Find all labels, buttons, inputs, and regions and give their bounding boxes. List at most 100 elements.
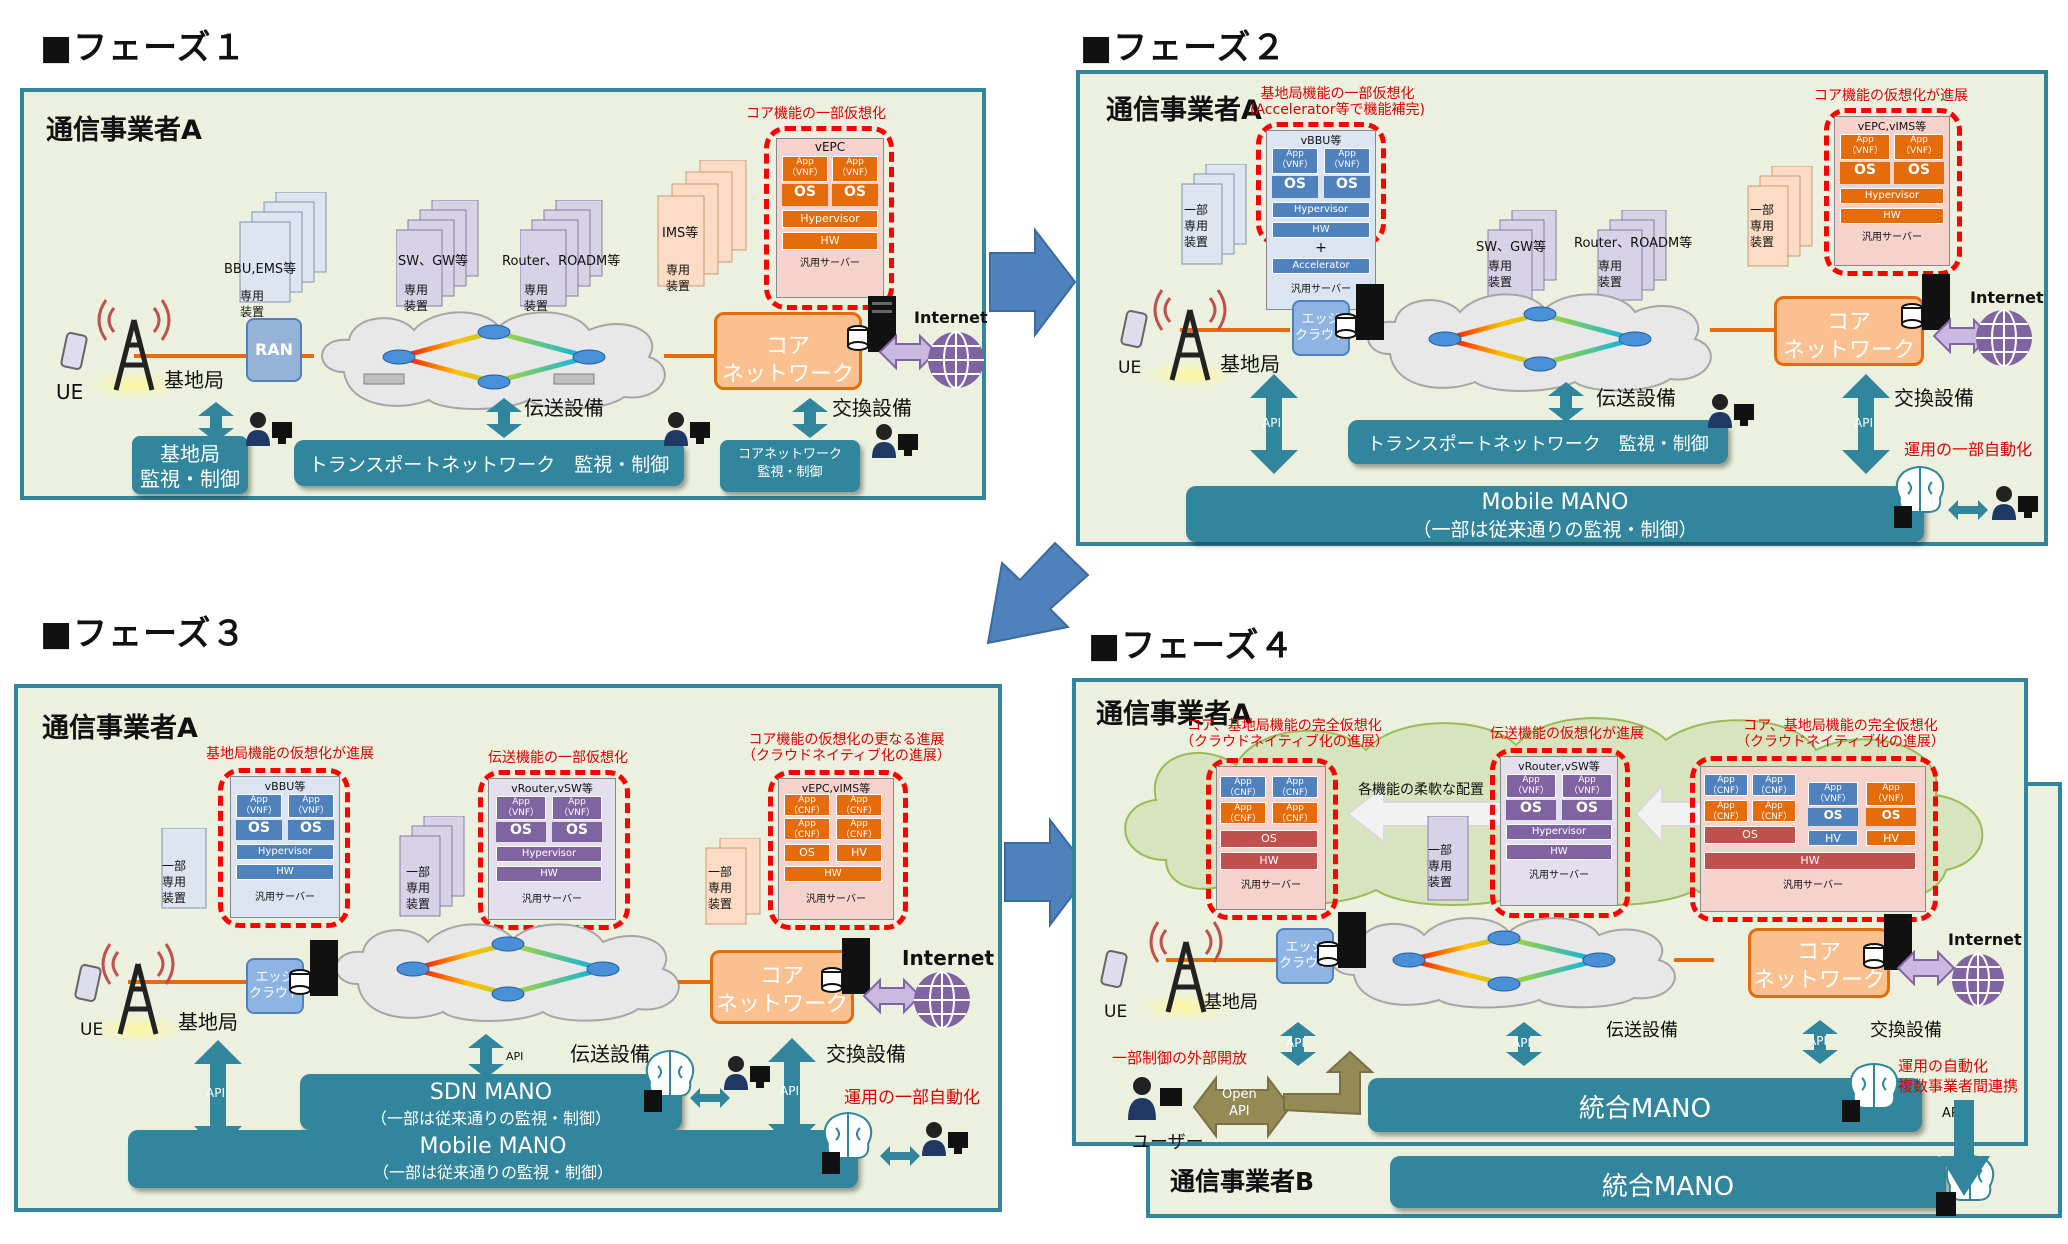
exchange-label: 交換設備 bbox=[832, 396, 912, 420]
phase2-title: ■フェーズ２ bbox=[1080, 28, 1287, 68]
hv-layer: HV bbox=[1866, 830, 1916, 846]
partial-dedicated-label: 一部 専用 装置 bbox=[1184, 203, 1209, 249]
transmission-label: 伝送設備 bbox=[1606, 1020, 1678, 1041]
user-person-icon bbox=[1128, 1077, 1182, 1120]
vnf-app: App （VNF） bbox=[236, 794, 282, 818]
hw-layer: HW bbox=[236, 864, 334, 880]
cnf-app: App （CNF） bbox=[1752, 800, 1796, 822]
general-server-label: 汎用サーバー bbox=[1862, 232, 1922, 243]
dedicated-device-stack bbox=[161, 828, 207, 909]
base-station-label: 基地局 bbox=[178, 1010, 238, 1034]
dedicated-label: 専用 装置 bbox=[240, 289, 265, 319]
api-label: API bbox=[1808, 1034, 1827, 1048]
operator-person-icon bbox=[246, 412, 292, 446]
automation-note: 運用の一部自動化 bbox=[844, 1088, 980, 1108]
hypervisor-layer: Hypervisor bbox=[1272, 202, 1370, 218]
bs-virt-note: 基地局機能の一部仮想化 (Accelerator等で機能補完) bbox=[1250, 86, 1425, 118]
link-line bbox=[134, 354, 314, 358]
general-server: vEPC,vIMS等 App （VNF） App （VNF） OS OS Hyp… bbox=[1834, 116, 1950, 266]
phase3-panel: 通信事業者A 基地局機能の仮想化が進展 vBBU等 App （VNF） App … bbox=[14, 684, 1002, 1212]
virtualization-highlight bbox=[768, 770, 908, 930]
link-line bbox=[1166, 958, 1276, 962]
bidirectional-arrow-icon bbox=[690, 1088, 730, 1108]
transport-network-cloud bbox=[1331, 917, 1676, 1009]
dedicated-device-stack-sw bbox=[396, 200, 479, 307]
general-server: vBBU等 App （VNF） App （VNF） OS OS Hypervis… bbox=[230, 776, 340, 918]
hw-layer: HW bbox=[1220, 852, 1318, 870]
updown-arrow-icon bbox=[792, 398, 828, 438]
vnf-app: App （VNF） bbox=[782, 156, 828, 182]
hw-layer: HW bbox=[1840, 208, 1944, 224]
general-server-label: 汎用サーバー bbox=[522, 894, 582, 905]
api-updown-arrow bbox=[1250, 374, 1298, 474]
vnf-app: App （VNF） bbox=[832, 156, 878, 182]
tn-monitor-label: トランスポートネットワーク 監視・制御 bbox=[308, 454, 670, 476]
operator-a-title: 通信事業者A bbox=[42, 713, 198, 744]
general-server: vEPC App （VNF） App （VNF） OS OS Hyperviso… bbox=[776, 138, 884, 298]
general-server: App （CNF） App （CNF） App （CNF） App （CNF） … bbox=[1216, 766, 1326, 910]
cnf-app: App （CNF） bbox=[1220, 776, 1266, 798]
os-label: OS bbox=[782, 184, 828, 206]
automation-note: 運用の一部自動化 bbox=[1904, 440, 2033, 459]
vnf-app: App （VNF） bbox=[288, 794, 334, 818]
operator-a-title: 通信事業者A bbox=[1106, 95, 1262, 126]
vnf-app: App （VNF） bbox=[1506, 774, 1556, 798]
dedicated-device-stack bbox=[1427, 816, 1469, 901]
vnf-app: App （VNF） bbox=[1562, 774, 1612, 798]
phase1-title: ■フェーズ１ bbox=[40, 28, 247, 68]
api-label: API bbox=[1286, 1036, 1305, 1050]
link-line bbox=[678, 980, 718, 984]
link-line bbox=[1710, 328, 1800, 332]
api-updown-arrow bbox=[194, 1040, 242, 1150]
vrouter-label: vRouter,vSW等 bbox=[1518, 760, 1600, 773]
vnf-app: App （VNF） bbox=[1894, 134, 1944, 160]
globe-icon bbox=[1976, 309, 2032, 367]
integrated-mano-label: 統合MANO bbox=[1578, 1094, 1712, 1124]
sdn-mano-label: SDN MANO bbox=[429, 1080, 553, 1105]
ue-phone-icon bbox=[60, 332, 88, 370]
operator-person-icon bbox=[872, 424, 918, 458]
api-updown-arrow bbox=[1506, 1022, 1542, 1066]
server-tower-icon bbox=[1317, 912, 1366, 968]
virtualization-highlight bbox=[1490, 748, 1630, 918]
os-label: OS bbox=[1562, 800, 1612, 820]
vnf-app: App （VNF） bbox=[496, 796, 546, 820]
core-virt-note: コア機能の仮想化が進展 bbox=[1814, 88, 1968, 104]
core-network-box: コア ネットワーク bbox=[1774, 296, 1924, 366]
operator-a-title: 通信事業者A bbox=[46, 115, 202, 146]
sw-gw-label: SW、GW等 bbox=[398, 254, 469, 269]
mobile-mano-bar: Mobile MANO （一部は従来通りの監視・制御） bbox=[1186, 486, 1924, 542]
general-server-label: 汎用サーバー bbox=[1529, 870, 1589, 881]
automation-note: 運用の自動化 複数事業者間連携 bbox=[1898, 1057, 2019, 1095]
operator-person-icon bbox=[922, 1122, 968, 1156]
dedicated-device-stack-router bbox=[1597, 210, 1667, 301]
server-tower-icon bbox=[1901, 274, 1950, 330]
transport-network-cloud bbox=[335, 923, 680, 1022]
vepc-label: vEPC bbox=[814, 140, 846, 154]
ue-phone-icon bbox=[1100, 950, 1128, 988]
general-server-label: 汎用サーバー bbox=[806, 894, 866, 905]
link-line bbox=[1180, 328, 1290, 332]
api-label: API bbox=[780, 1084, 799, 1098]
hw-layer: HW bbox=[1272, 222, 1370, 238]
vepc-label: vEPC,vIMS等 bbox=[1857, 120, 1927, 133]
dedicated-label: 専用 装置 bbox=[1598, 259, 1623, 289]
virtualization-highlight bbox=[1206, 758, 1338, 920]
cnf-app: App （CNF） bbox=[836, 818, 882, 840]
integrated-mano-label: 統合MANO bbox=[1601, 1172, 1735, 1202]
virtualization-highlight bbox=[218, 768, 350, 928]
server-tower-icon bbox=[289, 940, 338, 996]
globe-icon bbox=[928, 331, 984, 389]
os-label: OS bbox=[1808, 808, 1858, 826]
exchange-label: 交換設備 bbox=[1870, 1020, 1942, 1041]
os-label: OS bbox=[496, 822, 546, 842]
updown-arrow-icon bbox=[1548, 382, 1584, 422]
dedicated-device-stack-ims bbox=[657, 160, 747, 287]
plus-label: + bbox=[1315, 240, 1327, 256]
ai-brain-icon bbox=[822, 1112, 873, 1174]
os-label: OS bbox=[552, 822, 602, 842]
router-label: Router、ROADM等 bbox=[1574, 236, 1693, 251]
tn-monitor-label: トランスポートネットワーク 監視・制御 bbox=[1367, 434, 1709, 455]
dedicated-device-stack-sw bbox=[1487, 210, 1557, 301]
vnf-app: App （VNF） bbox=[1272, 148, 1318, 174]
